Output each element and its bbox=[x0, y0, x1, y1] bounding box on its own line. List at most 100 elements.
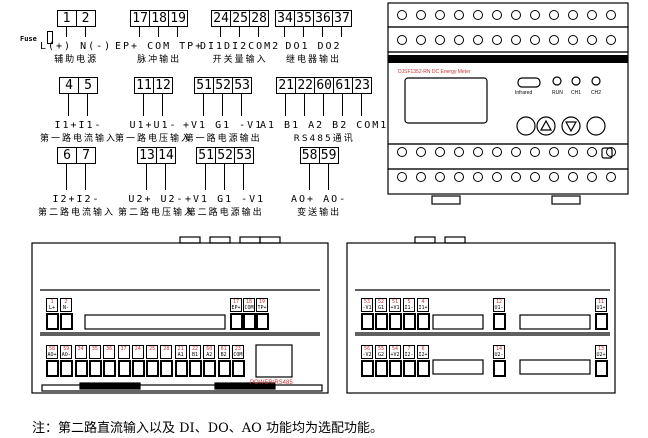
terminal-caption: 第一路电源输出 bbox=[184, 134, 262, 144]
screw-terminal[interactable] bbox=[217, 360, 231, 377]
screw-terminal[interactable] bbox=[60, 360, 74, 377]
screw-terminal[interactable] bbox=[46, 360, 59, 377]
screw-terminal[interactable] bbox=[243, 313, 256, 330]
screw-terminal[interactable] bbox=[375, 360, 388, 377]
screw-terminal[interactable] bbox=[74, 360, 88, 377]
screw-icon bbox=[530, 147, 540, 157]
screw-terminal[interactable] bbox=[88, 360, 102, 377]
screw-icon bbox=[416, 147, 426, 157]
terminal-number: 13 bbox=[138, 148, 157, 190]
wire bbox=[285, 94, 287, 116]
screw-terminal[interactable] bbox=[117, 360, 131, 377]
terminal-caption: 辅助电源 bbox=[54, 55, 99, 65]
screw-terminal[interactable] bbox=[131, 360, 145, 377]
screw-terminal[interactable] bbox=[595, 360, 608, 377]
wire bbox=[85, 164, 86, 190]
terminal-caption: 第一路电压输入 bbox=[115, 134, 193, 144]
screw-icon bbox=[492, 35, 502, 45]
screw-terminal[interactable] bbox=[361, 360, 374, 377]
screw-terminal[interactable] bbox=[361, 313, 374, 330]
screw-icon bbox=[416, 172, 426, 182]
screw-icon bbox=[606, 10, 616, 20]
infrared-port-label: Infrared bbox=[515, 90, 533, 96]
screw-terminal[interactable] bbox=[230, 313, 243, 330]
wire bbox=[327, 164, 329, 190]
terminal-tag: 53-V1 bbox=[361, 298, 373, 312]
screw-icon bbox=[511, 35, 521, 45]
terminal-number: 28 bbox=[250, 11, 268, 37]
screw-icon bbox=[454, 147, 464, 157]
terminal-label: A1 B1 A2 B2 COM1 bbox=[260, 120, 389, 131]
screw-terminal[interactable] bbox=[595, 313, 608, 330]
wire bbox=[341, 27, 342, 37]
terminal-label: +V1 G1 -V1 bbox=[183, 120, 264, 131]
screw-terminal[interactable] bbox=[493, 313, 506, 330]
screw-terminal[interactable] bbox=[160, 360, 174, 377]
screw-icon bbox=[549, 147, 559, 157]
screw-terminal[interactable] bbox=[203, 360, 217, 377]
screw-icon bbox=[435, 10, 445, 20]
terminal-number: 22 bbox=[296, 78, 316, 116]
terminal-tag: 35 bbox=[88, 345, 101, 359]
terminal-tag-signal: B1 bbox=[191, 352, 199, 358]
screw-terminal[interactable] bbox=[256, 313, 269, 330]
screw-terminal[interactable] bbox=[103, 360, 117, 377]
screw-icon bbox=[473, 10, 483, 20]
screw-icon bbox=[511, 172, 521, 182]
screw-terminal[interactable] bbox=[375, 313, 388, 330]
screw-terminal[interactable] bbox=[403, 360, 416, 377]
screw-terminal[interactable] bbox=[389, 360, 402, 377]
screw-terminal[interactable] bbox=[231, 360, 245, 377]
terminal-label: U1+U1- bbox=[129, 120, 178, 131]
terminal-number: 5 bbox=[79, 78, 97, 116]
terminal-caption: 第二路电压输入 bbox=[118, 208, 196, 218]
screw-icon bbox=[568, 10, 578, 20]
wire bbox=[303, 27, 304, 37]
terminal-caption: 第二路电流输入 bbox=[38, 208, 116, 218]
wire bbox=[143, 94, 144, 116]
terminal-tag-signal: G2 bbox=[377, 352, 385, 358]
screw-terminal[interactable] bbox=[189, 360, 202, 377]
screw-terminal[interactable] bbox=[46, 313, 59, 330]
terminal-tag-number: 19 bbox=[258, 299, 266, 305]
screw-terminal[interactable] bbox=[417, 313, 430, 330]
terminal-tag-number: 24 bbox=[134, 346, 141, 352]
terminal-tag-number: 12 bbox=[495, 299, 503, 305]
screw-terminal[interactable] bbox=[403, 313, 416, 330]
terminal-tag: 36 bbox=[103, 345, 116, 359]
port-label: POWER/RS485 bbox=[250, 380, 293, 386]
terminal-number: 12 bbox=[154, 78, 172, 116]
screw-terminal[interactable] bbox=[146, 360, 160, 377]
screw-icon bbox=[492, 10, 502, 20]
terminal-number: 36 bbox=[314, 11, 333, 37]
terminal-tag: 56-V2 bbox=[361, 345, 373, 359]
screw-terminal[interactable] bbox=[493, 360, 506, 377]
terminal-tag-number: 61 bbox=[220, 346, 227, 352]
terminal-tag-signal: N- bbox=[62, 305, 70, 311]
screw-icon bbox=[606, 172, 616, 182]
wire bbox=[68, 94, 69, 116]
terminal-number: 61 bbox=[334, 78, 354, 116]
screw-terminal[interactable] bbox=[417, 360, 430, 377]
terminal-tag: 34 bbox=[74, 345, 87, 359]
screw-terminal[interactable] bbox=[174, 360, 188, 377]
terminal-number: 58 bbox=[301, 148, 320, 190]
screw-terminal[interactable] bbox=[60, 313, 73, 330]
screw-icon bbox=[435, 35, 445, 45]
terminal-tag-signal: +V1 bbox=[390, 305, 400, 311]
terminal-tag-number: 56 bbox=[363, 346, 371, 352]
terminal-tag-number: 35 bbox=[91, 346, 98, 352]
terminal-tag-number: 60 bbox=[206, 346, 213, 352]
screw-terminal[interactable] bbox=[389, 313, 402, 330]
terminal-number: 6 bbox=[58, 148, 77, 190]
